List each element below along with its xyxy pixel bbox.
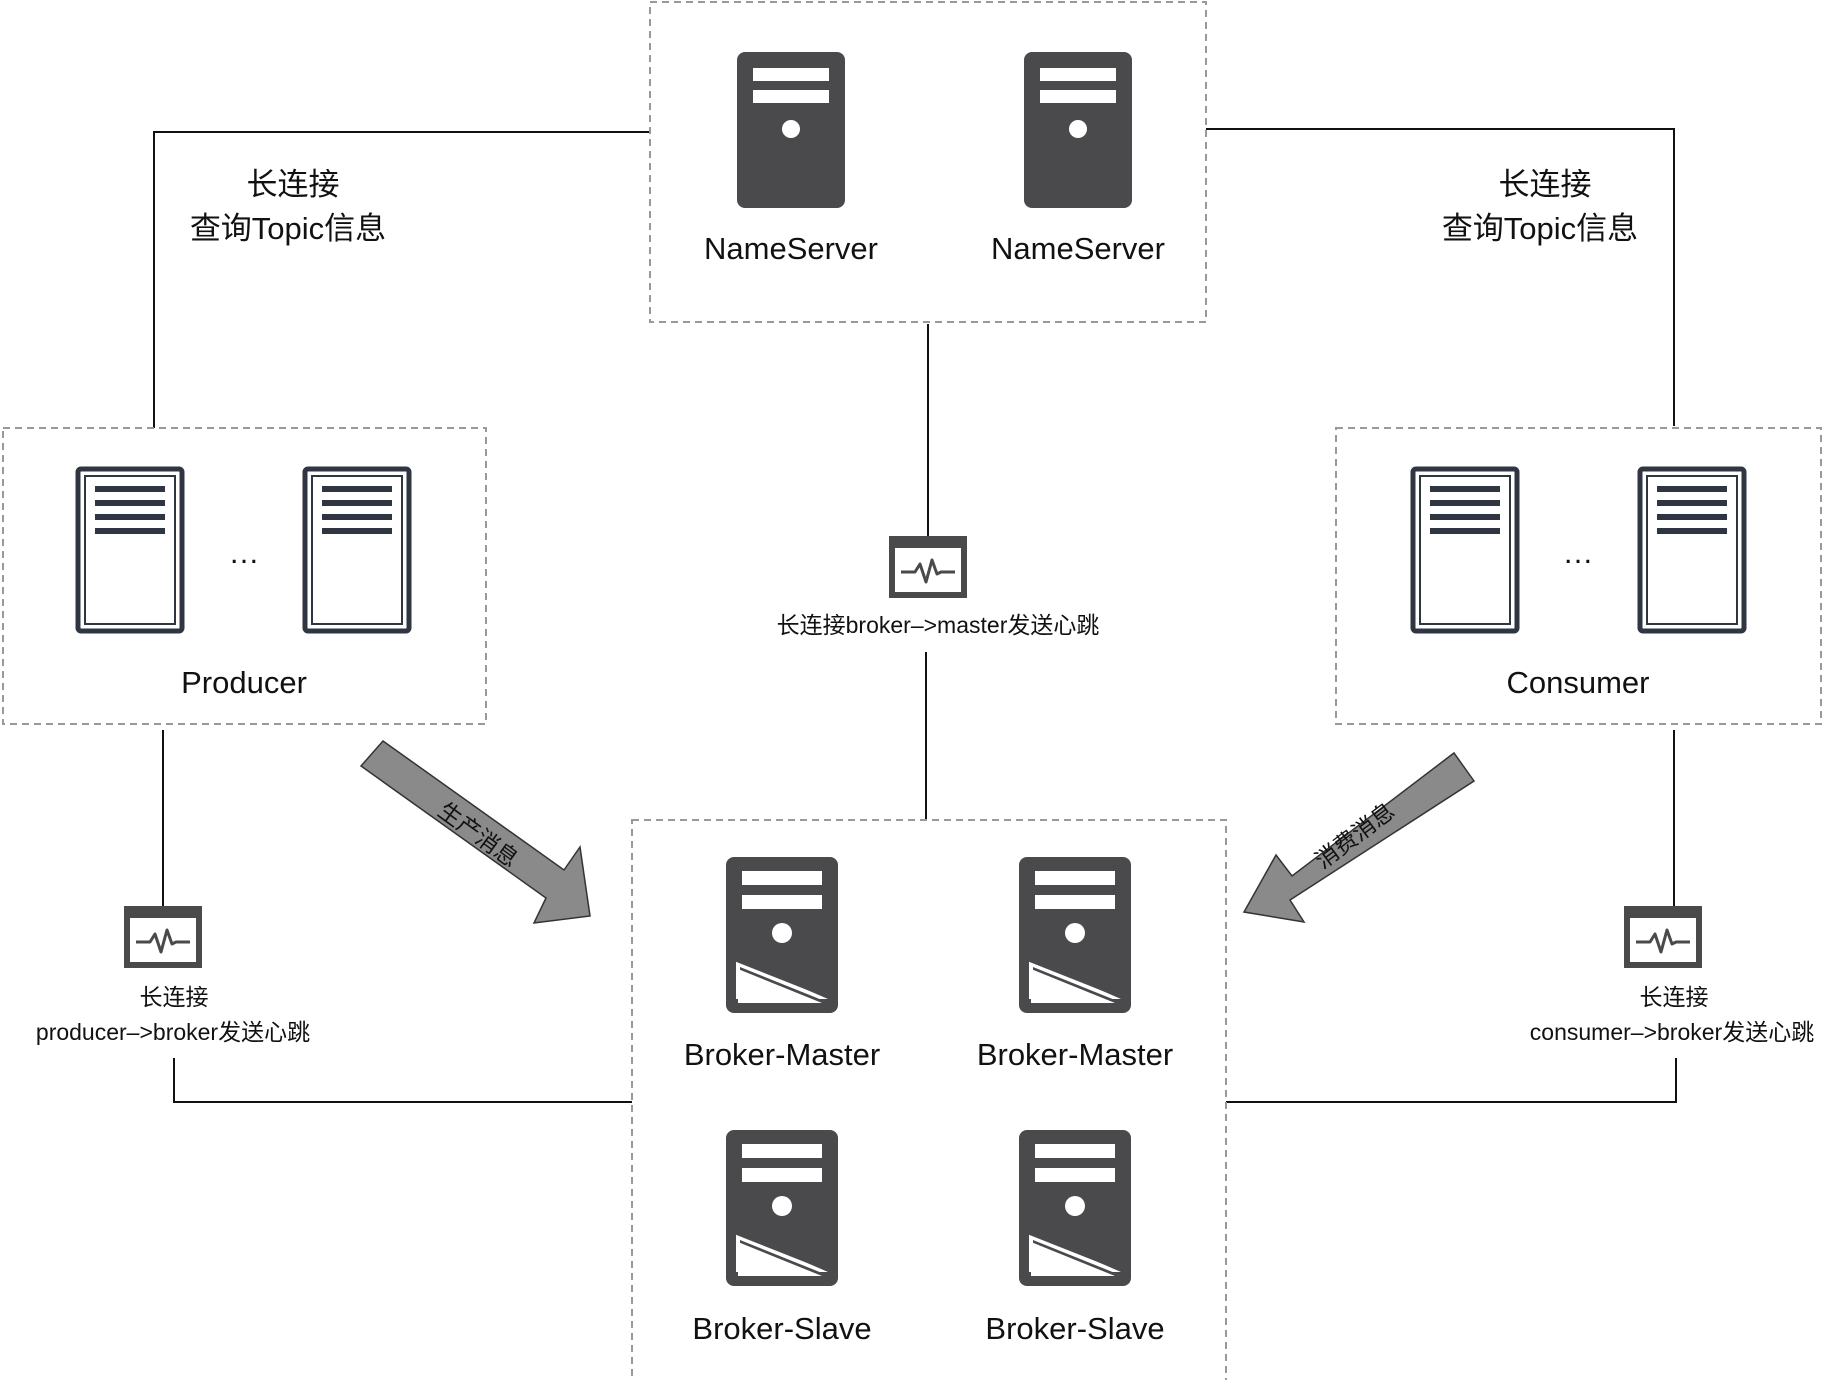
producer-2-document-server-icon (305, 469, 409, 631)
broker-cluster-box (631, 819, 1227, 1380)
consume-message-arrow (1242, 751, 1476, 924)
consumer-2-document-server-icon (1640, 469, 1744, 631)
broker-master-1-server-storage-icon (726, 857, 838, 1013)
broker-slave-2-label: Broker-Slave (985, 1311, 1165, 1346)
producer-label: Producer (181, 665, 307, 700)
consumer-heartbeat-label-line2: consumer–>broker发送心跳 (1529, 1019, 1815, 1045)
consumer-nameserver-line (1206, 128, 1675, 426)
producer-heartbeat-label-line1: 长连接 (139, 984, 209, 1010)
producer-nameserver-conn-label-line1: 长连接 (246, 167, 340, 202)
consumer-heartbeat-label-line1: 长连接 (1639, 984, 1709, 1010)
consumer-group-box (1335, 427, 1822, 725)
nameserver-2-server-tower-icon (1024, 52, 1132, 208)
nameserver-1-server-tower-icon (737, 52, 845, 208)
producer-nameserver-conn-label-line2: 查询Topic信息 (189, 211, 387, 246)
producer-ellipsis: … (228, 535, 260, 570)
producer-nameserver-line (153, 131, 650, 428)
producer-1-document-server-icon (78, 469, 182, 631)
nameserver-broker-heartbeat-monitor-icon (889, 536, 967, 598)
consumer-label: Consumer (1506, 665, 1650, 700)
produce-message-arrow (359, 739, 591, 924)
broker-slave-1-server-storage-icon (726, 1130, 838, 1286)
consumer-ellipsis: … (1562, 535, 1594, 570)
broker-master-2-label: Broker-Master (976, 1037, 1174, 1072)
broker-master-heartbeat-label: 长连接broker–>master发送心跳 (776, 612, 1100, 638)
consumer-nameserver-conn-label-line1: 长连接 (1498, 167, 1592, 202)
nameserver-2-label: NameServer (991, 231, 1165, 266)
broker-slave-2-server-storage-icon (1019, 1130, 1131, 1286)
connector-lines (153, 128, 1677, 1103)
consumer-broker-heartbeat-monitor-icon (1624, 906, 1702, 968)
producer-broker-line (173, 1058, 632, 1103)
broker-master-1-label: Broker-Master (683, 1037, 881, 1072)
consumer-nameserver-conn-label-line2: 查询Topic信息 (1441, 211, 1639, 246)
broker-master-2-server-storage-icon (1019, 857, 1131, 1013)
consumer-1-document-server-icon (1413, 469, 1517, 631)
nameserver-1-label: NameServer (704, 231, 878, 266)
producer-broker-heartbeat-monitor-icon (124, 906, 202, 968)
producer-group-box (2, 427, 487, 725)
consumer-broker-line (1226, 1058, 1677, 1103)
nameserver-cluster-box (649, 1, 1207, 323)
broker-slave-1-label: Broker-Slave (692, 1311, 872, 1346)
producer-heartbeat-label-line2: producer–>broker发送心跳 (35, 1019, 311, 1045)
